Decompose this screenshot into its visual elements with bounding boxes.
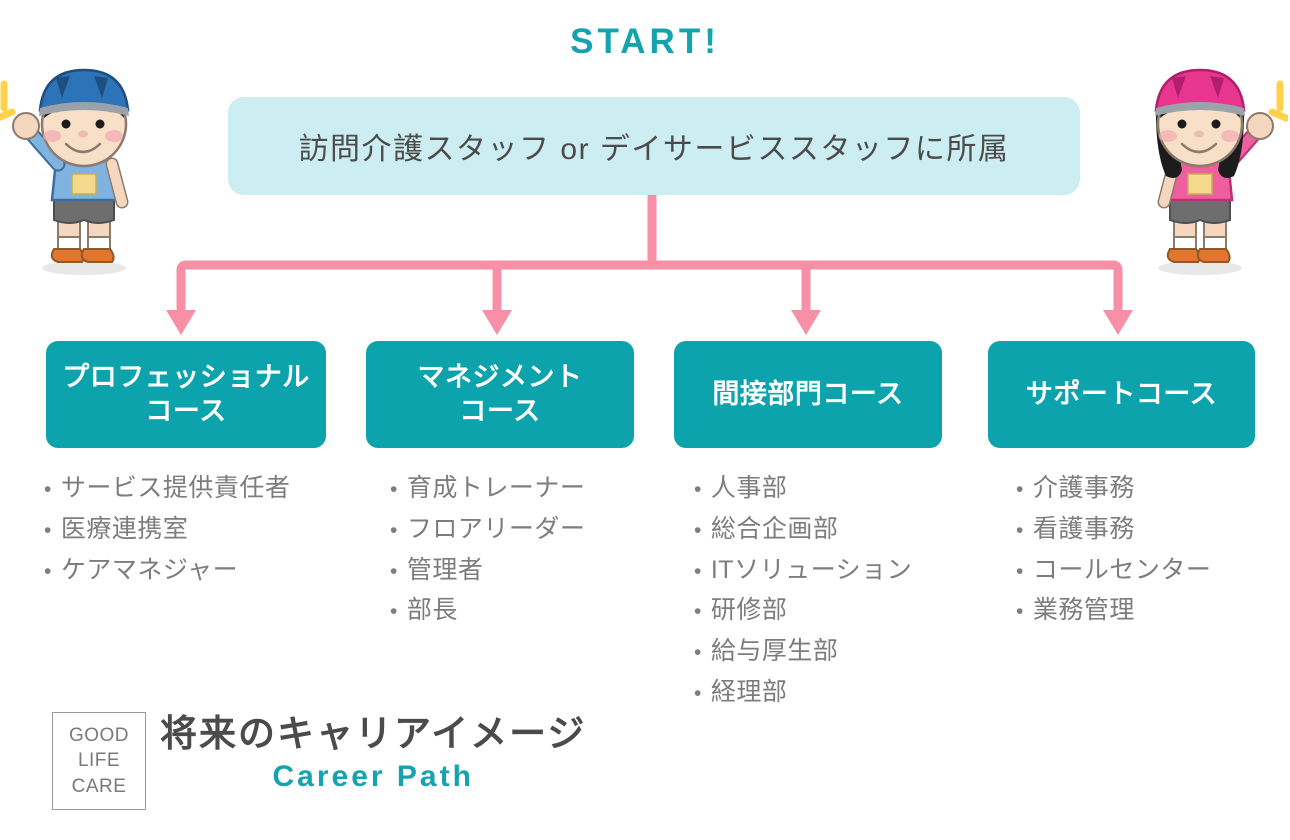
logo-line: GOOD xyxy=(68,724,130,746)
list-item: • ITソリューション xyxy=(694,550,974,591)
arrow-head-4 xyxy=(1103,310,1133,335)
brand-logo: GOOD LIFE CARE xyxy=(52,712,146,810)
arrow-head-3 xyxy=(791,310,821,335)
course-title-line: コース xyxy=(145,395,227,426)
list-item: • 育成トレーナー xyxy=(390,468,650,509)
list-item: • 部長 xyxy=(390,590,650,631)
course-box-professional[interactable]: プロフェッショナルコース xyxy=(46,341,326,448)
course-title-line: 間接部門コース xyxy=(712,378,904,409)
list-item-label: 研修部 xyxy=(710,596,788,625)
list-item: • サービス提供責任者 xyxy=(44,468,354,509)
course-list-support: • 介護事務 • 看護事務 • コールセンター • 業務管理 xyxy=(1016,468,1276,631)
list-item-label: 人事部 xyxy=(710,474,788,502)
bullet-icon: • xyxy=(1016,478,1024,501)
list-item-label: ケアマネジャー xyxy=(60,555,239,584)
list-item-label: ITソリューション xyxy=(710,555,913,584)
list-item-label: 管理者 xyxy=(406,555,484,584)
arrow-head-1 xyxy=(166,310,196,335)
list-item-label: 経理部 xyxy=(710,677,788,706)
course-box-indirect-division[interactable]: 間接部門コース xyxy=(674,341,942,448)
list-item-label: 総合企画部 xyxy=(710,514,839,543)
bullet-icon: • xyxy=(694,641,702,664)
list-item: • コールセンター xyxy=(1016,550,1276,591)
bullet-icon: • xyxy=(694,518,702,542)
footer-heading: 将来のキャリアイメージ Career Path xyxy=(160,713,587,794)
boy-cheering-illustration xyxy=(0,68,130,275)
connector-arrows xyxy=(166,195,1133,335)
list-item-label: 介護事務 xyxy=(1032,474,1135,502)
list-item-label: コールセンター xyxy=(1032,555,1212,584)
bullet-icon: • xyxy=(1016,559,1024,583)
girl-cheering-illustration xyxy=(1154,68,1288,275)
course-box-management[interactable]: マネジメントコース xyxy=(366,341,634,448)
list-item-label: 給与厚生部 xyxy=(710,637,839,665)
list-item: • 給与厚生部 xyxy=(694,631,974,672)
list-item-label: サービス提供責任者 xyxy=(60,474,291,502)
start-role-label: 訪問介護スタッフ or デイサービススタッフに所属 xyxy=(298,133,1010,166)
list-item: • 研修部 xyxy=(694,590,974,631)
bullet-icon: • xyxy=(390,518,398,542)
list-item: • 業務管理 xyxy=(1016,590,1276,631)
course-title-line: コース xyxy=(459,395,541,426)
bullet-icon: • xyxy=(694,681,702,705)
list-item: • 経理部 xyxy=(694,672,974,713)
start-role-box: 訪問介護スタッフ or デイサービススタッフに所属 xyxy=(228,97,1080,195)
course-title-line: サポートコース xyxy=(1025,378,1218,409)
footer-title-jp: 将来のキャリアイメージ xyxy=(160,713,587,754)
bullet-icon: • xyxy=(390,478,398,501)
course-title-line: マネジメント xyxy=(417,361,583,392)
course-list-professional: • サービス提供責任者 • 医療連携室 • ケアマネジャー xyxy=(44,468,354,590)
list-item: • 医療連携室 xyxy=(44,509,354,550)
bullet-icon: • xyxy=(1016,600,1024,624)
list-item: • フロアリーダー xyxy=(390,509,650,550)
bullet-icon: • xyxy=(1016,518,1024,542)
bullet-icon: • xyxy=(694,478,702,501)
bullet-icon: • xyxy=(694,559,702,583)
course-box-support[interactable]: サポートコース xyxy=(988,341,1255,448)
logo-line: CARE xyxy=(71,775,127,797)
bullet-icon: • xyxy=(694,600,702,624)
list-item-label: フロアリーダー xyxy=(406,514,586,543)
bullet-icon: • xyxy=(390,600,398,624)
bullet-icon: • xyxy=(390,559,398,583)
list-item: • 介護事務 xyxy=(1016,468,1276,509)
list-item: • 総合企画部 xyxy=(694,509,974,550)
list-item: • 看護事務 xyxy=(1016,509,1276,550)
logo-line: LIFE xyxy=(77,750,121,772)
list-item-label: 部長 xyxy=(406,596,458,625)
arrow-head-2 xyxy=(482,310,512,335)
list-item: • 人事部 xyxy=(694,468,974,509)
list-item: • ケアマネジャー xyxy=(44,550,354,591)
course-list-indirect-division: • 人事部 • 総合企画部 • ITソリューション • 研修部 • 給与厚生部 • 経理部 xyxy=(694,468,974,713)
bullet-icon: • xyxy=(44,559,52,583)
list-item-label: 看護事務 xyxy=(1032,514,1135,543)
course-title-line: プロフェッショナル xyxy=(62,361,310,392)
page-title: START! xyxy=(570,22,720,61)
bullet-icon: • xyxy=(44,518,52,542)
bullet-icon: • xyxy=(44,478,52,501)
list-item-label: 育成トレーナー xyxy=(406,474,586,502)
list-item: • 管理者 xyxy=(390,550,650,591)
footer-title-en: Career Path xyxy=(272,759,474,793)
list-item-label: 医療連携室 xyxy=(60,514,189,543)
course-list-management: • 育成トレーナー • フロアリーダー • 管理者 • 部長 xyxy=(390,468,650,631)
list-item-label: 業務管理 xyxy=(1032,596,1135,625)
connector-bar xyxy=(176,260,1123,295)
